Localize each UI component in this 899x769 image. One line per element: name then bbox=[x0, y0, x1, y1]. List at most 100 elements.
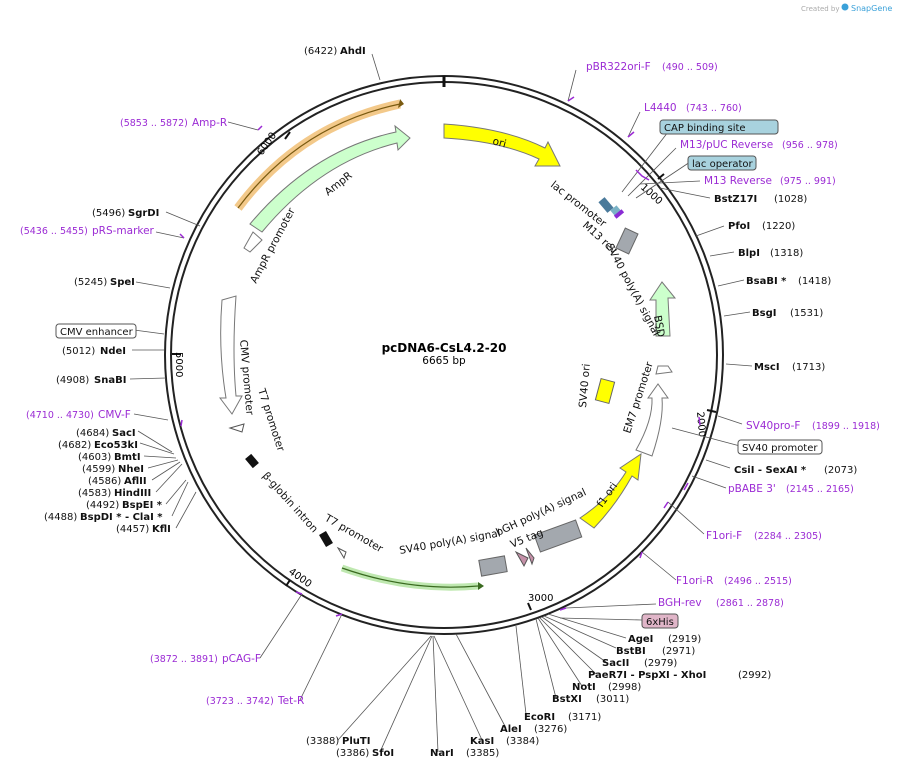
primer-pos: (743 .. 760) bbox=[686, 103, 742, 114]
label-lac-promoter: lac promoter bbox=[548, 179, 609, 230]
primer-pbabe-3: pBABE 3' bbox=[728, 483, 776, 495]
feature-ampr-promoter bbox=[243, 231, 263, 253]
label-ampr: AmpR bbox=[322, 170, 354, 199]
feature-t7-promoter-left-marker bbox=[228, 423, 245, 433]
primer-f1ori-r: F1ori-R bbox=[676, 575, 713, 587]
feature-v5-tag bbox=[514, 550, 529, 568]
label-ori: ori bbox=[491, 135, 507, 150]
enzyme-bspdi-clai: BspDI * - ClaI * bbox=[80, 512, 163, 523]
tick-label-6000: 6000 bbox=[255, 131, 279, 158]
primer-pos: (2145 .. 2165) bbox=[786, 484, 854, 495]
primer-pos: (3723 .. 3742) bbox=[206, 696, 274, 707]
primer-cmv-f: CMV-F bbox=[98, 409, 131, 421]
enzyme-pos: (4586) bbox=[88, 476, 121, 487]
feature-bgh-polya bbox=[533, 519, 583, 553]
enzyme-bsabi: BsaBI * bbox=[746, 276, 787, 287]
enzyme-bstz17i: BstZ17I bbox=[714, 194, 757, 205]
feature-cap-binding-site bbox=[598, 197, 614, 213]
primer-pos: (490 .. 509) bbox=[662, 62, 718, 73]
feature-t7-promoter-bottom-marker bbox=[319, 530, 333, 548]
box-sv40-promoter bbox=[737, 439, 823, 455]
box-6xhis bbox=[641, 613, 679, 629]
feature-cmv-promoter bbox=[219, 295, 243, 415]
feature-sv40-ori bbox=[594, 377, 616, 405]
enzyme-pos: (5245) bbox=[74, 277, 107, 288]
label-sv40-promoter: SV40 promoter bbox=[742, 443, 818, 454]
enzyme-pos: (1318) bbox=[770, 248, 803, 259]
feature-ampr bbox=[249, 124, 411, 233]
enzyme-pos: (5012) bbox=[62, 346, 95, 357]
enzyme-pos: (3386) bbox=[336, 748, 369, 759]
enzyme-kfli: KflI bbox=[152, 524, 171, 535]
enzyme-bstxi: BstXI bbox=[552, 694, 582, 705]
label-sv40-polya-bottom: SV40 poly(A) signal bbox=[398, 527, 501, 557]
primer-pos: (5853 .. 5872) bbox=[120, 118, 188, 129]
enzyme-pluti: PluTI bbox=[342, 736, 370, 747]
enzyme-pos: (4684) bbox=[76, 428, 109, 439]
primer-tet-r: Tet-R bbox=[277, 695, 304, 707]
enzyme-bsgi: BsgI bbox=[752, 308, 776, 319]
label-cmv-promoter: CMV promoter bbox=[237, 339, 256, 416]
primer-pos: (4710 .. 4730) bbox=[26, 410, 94, 421]
enzyme-sgrdi: SgrDI bbox=[128, 208, 159, 219]
label-bsd: BSD bbox=[651, 314, 667, 338]
box-cmv-enhancer bbox=[55, 323, 137, 339]
plasmid-name: pcDNA6-CsL4.2-20 bbox=[382, 341, 507, 355]
boxed-feature-labels: CAP binding site lac operator SV40 promo… bbox=[55, 119, 823, 629]
primer-prs-marker: pRS-marker bbox=[92, 225, 155, 237]
enzyme-pos: (1028) bbox=[774, 194, 807, 205]
enzyme-msci: MscI bbox=[754, 362, 780, 373]
tick-label-3000: 3000 bbox=[528, 593, 553, 604]
feature-sv40-polya-bottom bbox=[478, 555, 508, 577]
enzyme-saci: SacI bbox=[112, 428, 136, 439]
enzyme-noti: NotI bbox=[572, 682, 596, 693]
enzyme-snabi: SnaBI bbox=[94, 375, 126, 386]
enzyme-pos: (1713) bbox=[792, 362, 825, 373]
feature-6xhis bbox=[525, 547, 535, 566]
watermark-brand: SnapGene bbox=[851, 4, 892, 13]
label-beta-globin-intron: β-globin intron bbox=[260, 470, 320, 535]
enzyme-pos: (1418) bbox=[798, 276, 831, 287]
enzyme-nhei: NheI bbox=[118, 464, 144, 475]
enzyme-bmti: BmtI bbox=[114, 452, 141, 463]
enzyme-labels: (6422) AhdI (5496) SgrDI (5245) SpeI (50… bbox=[44, 46, 857, 759]
enzyme-pos: (3276) bbox=[534, 724, 567, 735]
primer-pos: (3872 .. 3891) bbox=[150, 654, 218, 665]
enzyme-pos: (1220) bbox=[762, 221, 795, 232]
feature-em7-promoter bbox=[635, 383, 669, 457]
feature-bsd-promoter bbox=[655, 365, 673, 375]
primer-sv40pro-f: SV40pro-F bbox=[746, 420, 800, 432]
watermark-prefix: Created by bbox=[801, 5, 840, 13]
enzyme-blpi: BlpI bbox=[738, 248, 760, 259]
enzyme-pos: (3384) bbox=[506, 736, 539, 747]
primer-labels: pBR322ori-F (490 .. 509) L4440 (743 .. 7… bbox=[20, 61, 880, 707]
enzyme-pos: (4682) bbox=[58, 440, 91, 451]
enzyme-pos: (4599) bbox=[82, 464, 115, 475]
enzyme-agei: AgeI bbox=[628, 634, 653, 645]
feature-bsd bbox=[649, 281, 677, 337]
label-t7-promoter-bottom: T7 promoter bbox=[322, 512, 386, 556]
enzyme-pos: (4457) bbox=[116, 524, 149, 535]
label-cmv-enhancer: CMV enhancer bbox=[60, 327, 134, 338]
primer-amp-r: Amp-R bbox=[192, 117, 227, 129]
box-lac-operator bbox=[687, 155, 757, 171]
enzyme-pos: (2992) bbox=[738, 670, 771, 681]
enzyme-pos: (1531) bbox=[790, 308, 823, 319]
enzyme-alei: AleI bbox=[500, 724, 522, 735]
primer-pos: (2861 .. 2878) bbox=[716, 598, 784, 609]
enzyme-bspei: BspEI * bbox=[122, 500, 163, 511]
primer-amp-r-arrow bbox=[237, 103, 401, 209]
enzyme-csii-sexai: CsiI - SexAI * bbox=[734, 465, 807, 476]
enzyme-pos: (4492) bbox=[86, 500, 119, 511]
feature-f1-ori bbox=[579, 452, 642, 529]
enzyme-pos: (2998) bbox=[608, 682, 641, 693]
enzyme-aflii: AflII bbox=[124, 476, 147, 487]
label-cap-binding-site: CAP binding site bbox=[664, 123, 746, 134]
tick-label-5000: 5000 bbox=[173, 352, 184, 377]
enzyme-pos: (2979) bbox=[644, 658, 677, 669]
label-t7-promoter-left: T7 promoter bbox=[255, 386, 287, 453]
enzyme-pos: (4488) bbox=[44, 512, 77, 523]
enzyme-ndei: NdeI bbox=[100, 346, 126, 357]
